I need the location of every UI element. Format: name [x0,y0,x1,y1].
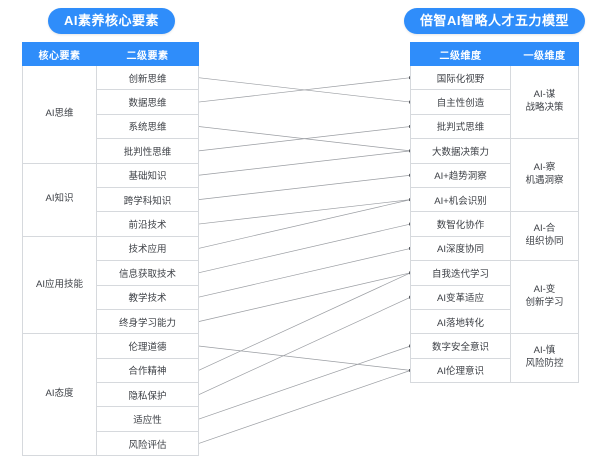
table-row: 前沿技术 [23,211,199,237]
table-row: 适应性 [23,406,199,432]
table-row: 隐私保护 [23,382,199,408]
table-row: AI思维创新思维 [22,64,199,164]
group-cell: AI-察机遇洞察 [510,138,579,213]
left-table-header-row: 核心要素 二级要素 [22,42,199,66]
secondary-cell: 批判性思维 [96,138,199,164]
table-row: 合作精神 [23,357,199,384]
table-row: AI应用技能技术应用 [22,235,199,335]
secondary-cell: 自我迭代学习 [410,260,511,286]
secondary-cell: 风险评估 [96,430,199,457]
table-row: AI伦理意识 [410,357,579,384]
right-table-header-row: 二级维度 一级维度 [410,42,579,66]
secondary-cell: 数智化协作 [410,211,511,237]
table-row: AI变革适应 [410,284,579,310]
group-cell: AI-合组织协同 [510,211,579,262]
group-cell: AI知识 [22,162,97,237]
left-col-header-primary: 核心要素 [22,42,97,66]
secondary-cell: 前沿技术 [96,211,199,237]
table-row: 批判性思维 [23,138,199,164]
table-row: AI深度协同 [410,235,579,262]
table-row: 终身学习能力 [23,308,199,335]
table-row: 信息获取技术 [23,260,199,286]
secondary-cell: 隐私保护 [96,382,199,408]
secondary-cell: AI+机会识别 [410,186,511,213]
secondary-cell: AI落地转化 [410,308,511,335]
left-col-header-secondary: 二级要素 [96,42,199,66]
table-row: AI态度伦理道德 [22,333,199,457]
table-row: AI+趋势洞察 [410,162,579,188]
table-row: 风险评估 [23,430,199,457]
secondary-cell: 系统思维 [96,113,199,140]
secondary-cell: 国际化视野 [410,64,511,91]
group-cell: AI态度 [22,333,97,457]
table-row: 教学技术 [23,284,199,310]
secondary-cell: 跨学科知识 [96,186,199,213]
table-row: AI知识基础知识 [22,162,199,237]
secondary-cell: AI变革适应 [410,284,511,310]
group-cell: AI应用技能 [22,235,97,335]
secondary-cell: 合作精神 [96,357,199,384]
secondary-cell: 数字安全意识 [410,333,511,359]
table-row: AI落地转化 [410,308,579,335]
secondary-cell: 适应性 [96,406,199,432]
left-panel-title: AI素养核心要素 [48,8,176,34]
secondary-cell: 创新思维 [96,64,199,91]
secondary-cell: 教学技术 [96,284,199,310]
right-panel-title: 倍智AI智略人才五力模型 [404,8,586,34]
secondary-cell: 自主性创造 [410,89,511,115]
secondary-cell: 伦理道德 [96,333,199,359]
secondary-cell: 大数据决策力 [410,138,511,164]
group-cell: AI-变创新学习 [510,260,579,335]
secondary-cell: 技术应用 [96,235,199,262]
secondary-cell: 终身学习能力 [96,308,199,335]
group-cell: AI-谋战略决策 [510,64,579,140]
table-row: 数据思维 [23,89,199,115]
table-row: 系统思维 [23,113,199,140]
secondary-cell: 批判式思维 [410,113,511,140]
table-row: 自主性创造 [410,89,579,115]
group-cell: AI-慎风险防控 [510,333,579,384]
secondary-cell: 信息获取技术 [96,260,199,286]
right-col-header-secondary: 二级维度 [410,42,511,66]
secondary-cell: AI+趋势洞察 [410,162,511,188]
group-cell: AI思维 [22,65,97,164]
secondary-cell: 基础知识 [96,162,199,188]
secondary-cell: 数据思维 [96,89,199,115]
secondary-cell: AI深度协同 [410,235,511,262]
right-col-header-primary: 一级维度 [510,42,579,66]
secondary-cell: AI伦理意识 [410,357,511,384]
table-row: AI+机会识别 [410,186,579,213]
